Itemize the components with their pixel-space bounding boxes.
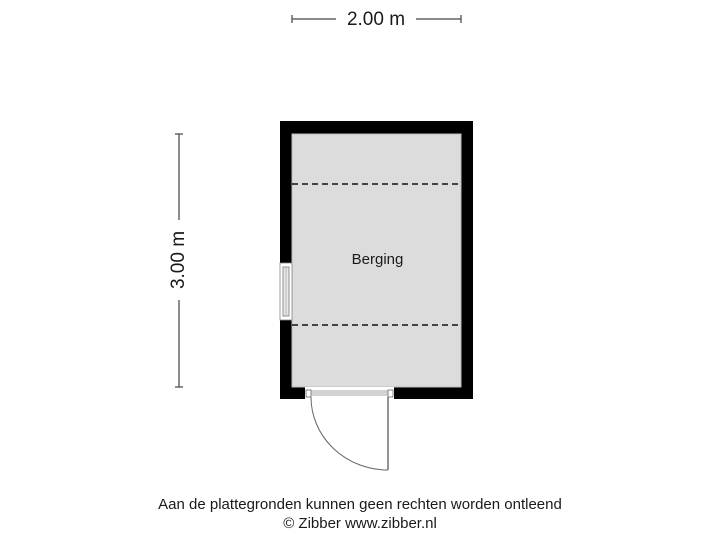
door	[305, 387, 394, 471]
height-dimension-line	[175, 133, 183, 388]
room-floor	[291, 133, 462, 388]
room-label-berging: Berging	[351, 251, 404, 268]
disclaimer-text: Aan de plattegronden kunnen geen rechten…	[158, 496, 562, 513]
footer: Aan de plattegronden kunnen geen rechten…	[0, 495, 720, 533]
copyright-text: © Zibber www.zibber.nl	[283, 515, 437, 532]
window	[279, 262, 293, 321]
door-swing-arc	[310, 396, 389, 471]
width-dimension-line	[291, 15, 462, 23]
height-dimension-label: 3.00 m	[167, 220, 191, 300]
width-dimension-label: 2.00 m	[336, 8, 416, 32]
